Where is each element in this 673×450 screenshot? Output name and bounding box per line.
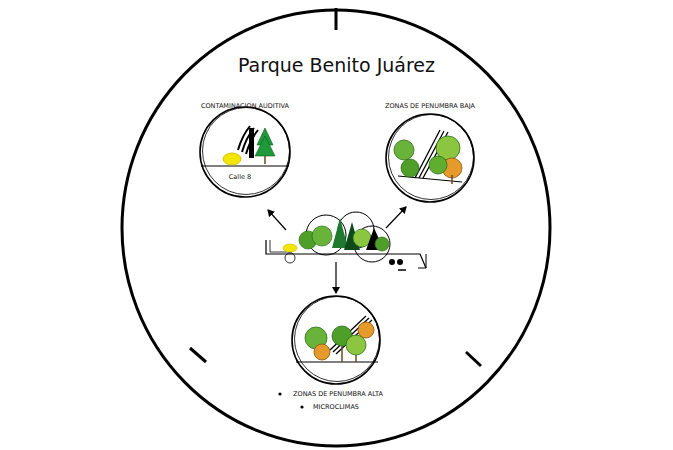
zone-note: Calle 8 xyxy=(229,173,251,181)
zone-circle: ZONAS DE PENUMBRA ALTA MICROCLIMAS xyxy=(276,290,396,415)
zone-circle: ZONAS DE PENUMBRA BAJA xyxy=(375,100,485,205)
zone-heading: CONTAMINACION AUDITIVA xyxy=(201,102,289,110)
circle-outline xyxy=(190,100,300,200)
diagram-title: Parque Benito Juárez xyxy=(0,54,673,76)
zone-circle: CONTAMINACION AUDITIVA Calle 8 xyxy=(190,100,300,200)
zone-note: MICROCLIMAS xyxy=(313,403,359,411)
circle-outline xyxy=(375,100,485,205)
zone-heading: ZONAS DE PENUMBRA ALTA xyxy=(293,390,383,398)
zone-heading: ZONAS DE PENUMBRA BAJA xyxy=(385,102,475,110)
